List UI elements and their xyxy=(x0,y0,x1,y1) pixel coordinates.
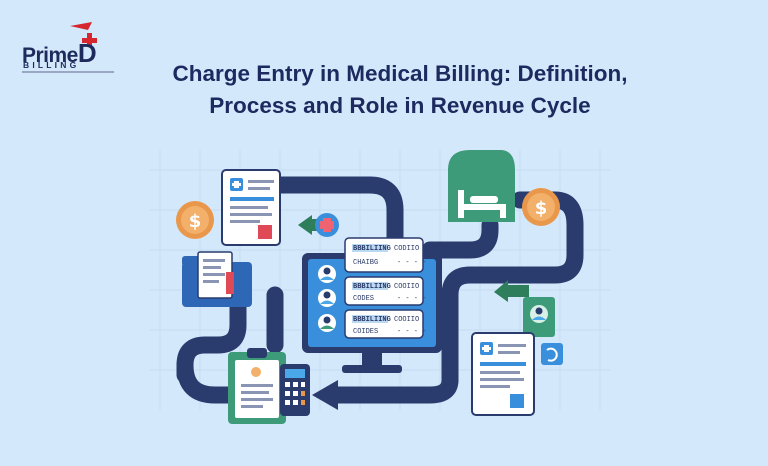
billing-card-3: BBBILIING COOIIO COIDES - - - - xyxy=(344,309,426,339)
card-2-label: BBBILIING xyxy=(353,283,391,291)
card-2-code: COOIIO xyxy=(394,283,419,291)
logo-mark-icon xyxy=(70,22,97,47)
card-1-code: CODIIO xyxy=(394,245,419,253)
card-3-label: BBBILIING xyxy=(353,316,391,324)
calculator-icon xyxy=(280,364,310,416)
brand-logo: PrimeD BILLING xyxy=(22,22,114,74)
flow-arrow-green xyxy=(298,215,312,235)
brand-name: PrimeD xyxy=(22,38,97,69)
invoice-document-icon xyxy=(471,332,535,416)
folder-icon xyxy=(182,251,252,307)
brand-name-part1: Prime xyxy=(22,44,78,67)
dollar-coin-icon: $ xyxy=(176,201,214,239)
flow-arrow-green-right-tail xyxy=(507,285,529,297)
card-1-label: BBBILIING xyxy=(353,245,391,253)
billing-card-1: BBBILIING CODIIO CHAIBG - - - - xyxy=(344,237,426,273)
flow-arrow-green-right xyxy=(494,280,508,302)
flow-arrow-left xyxy=(312,380,338,410)
medical-cross-icon xyxy=(315,213,339,237)
dollar-coin-icon-right: $ xyxy=(522,188,560,226)
brand-name-part2: D xyxy=(77,38,97,68)
hospital-bed-icon xyxy=(448,150,515,222)
refresh-icon xyxy=(541,343,563,365)
document-icon xyxy=(221,169,281,246)
card-2-sub: CODES xyxy=(353,295,374,303)
clipboard-icon xyxy=(228,348,286,424)
card-1-dashes: - - - - xyxy=(397,259,426,267)
page-title: Charge Entry in Medical Billing: Definit… xyxy=(100,58,700,122)
page-title-line2: Process and Role in Revenue Cycle xyxy=(209,93,591,118)
brand-subtitle: BILLING xyxy=(23,60,80,70)
card-3-sub: COIDES xyxy=(353,328,378,336)
brand-tagline-bar xyxy=(22,71,114,73)
patient-id-icon xyxy=(523,297,555,337)
svg-text:$: $ xyxy=(535,198,548,219)
card-3-code: COOIIO xyxy=(394,316,419,324)
card-3-dashes: - - - - xyxy=(397,328,426,336)
svg-text:$: $ xyxy=(189,211,202,232)
card-1-sub: CHAIBG xyxy=(353,259,378,267)
page-title-line1: Charge Entry in Medical Billing: Definit… xyxy=(172,61,628,86)
process-flow-pipe xyxy=(176,176,584,404)
card-2-dashes: - - - - xyxy=(397,295,426,303)
billing-card-2: BBBILIING COOIIO CODES - - - - xyxy=(344,276,426,306)
